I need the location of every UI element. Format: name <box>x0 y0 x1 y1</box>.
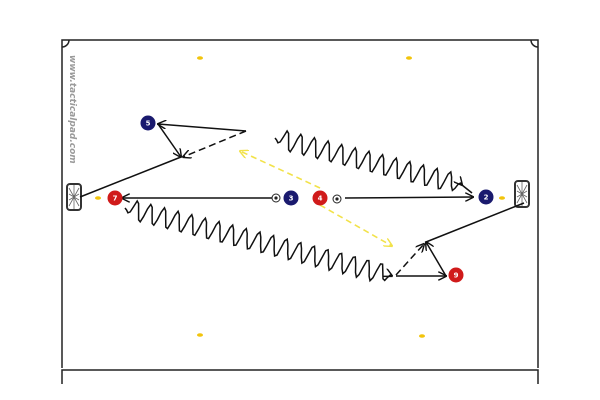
corner-arc-top-right <box>530 39 539 48</box>
dribble-arrow <box>124 199 392 283</box>
soccer-ball-icon <box>332 194 342 204</box>
dashed-run-arrow <box>395 244 424 276</box>
cone-icon <box>499 196 505 200</box>
run-arrow <box>344 197 473 198</box>
player-9[interactable]: 9 <box>448 267 464 283</box>
cone-icon <box>419 334 425 338</box>
run-lines <box>79 123 525 277</box>
player-5[interactable]: 5 <box>140 115 156 131</box>
pitch-lower-line <box>61 369 539 384</box>
player-number: 7 <box>113 195 118 203</box>
pitch-boundary <box>61 39 539 368</box>
cone-icon <box>197 56 203 60</box>
goal-icon <box>66 183 82 211</box>
run-arrow <box>79 156 182 198</box>
run-arrow <box>425 202 525 243</box>
player-number: 9 <box>454 272 459 280</box>
run-arrow <box>426 242 447 277</box>
pass-arrow <box>319 204 392 246</box>
dribble-paths <box>124 129 473 283</box>
goal-icon <box>514 180 530 208</box>
player-7[interactable]: 7 <box>107 190 123 206</box>
cone-icon <box>95 196 101 200</box>
cone-icon <box>197 333 203 337</box>
player-2[interactable]: 2 <box>478 189 494 205</box>
pitch-lines <box>61 39 539 384</box>
dribble-arrow <box>274 129 462 192</box>
player-4[interactable]: 4 <box>312 190 328 206</box>
pass-arrow <box>240 151 321 189</box>
dashed-run-arrow <box>183 130 247 157</box>
player-number: 2 <box>484 194 489 202</box>
dashed-runs <box>183 130 424 276</box>
pass-lines <box>240 151 392 246</box>
dribble-connector <box>461 184 473 194</box>
corner-arc-top-left <box>61 39 70 48</box>
cones <box>95 56 505 338</box>
player-number: 5 <box>146 120 151 128</box>
player-number: 4 <box>318 195 323 203</box>
soccer-ball-icon <box>271 193 281 203</box>
player-number: 3 <box>289 195 294 203</box>
run-arrow <box>157 123 181 157</box>
player-3[interactable]: 3 <box>283 190 299 206</box>
run-arrow <box>158 124 247 132</box>
cone-icon <box>406 56 412 60</box>
watermark-text: www.tacticalpad.com <box>67 55 77 164</box>
